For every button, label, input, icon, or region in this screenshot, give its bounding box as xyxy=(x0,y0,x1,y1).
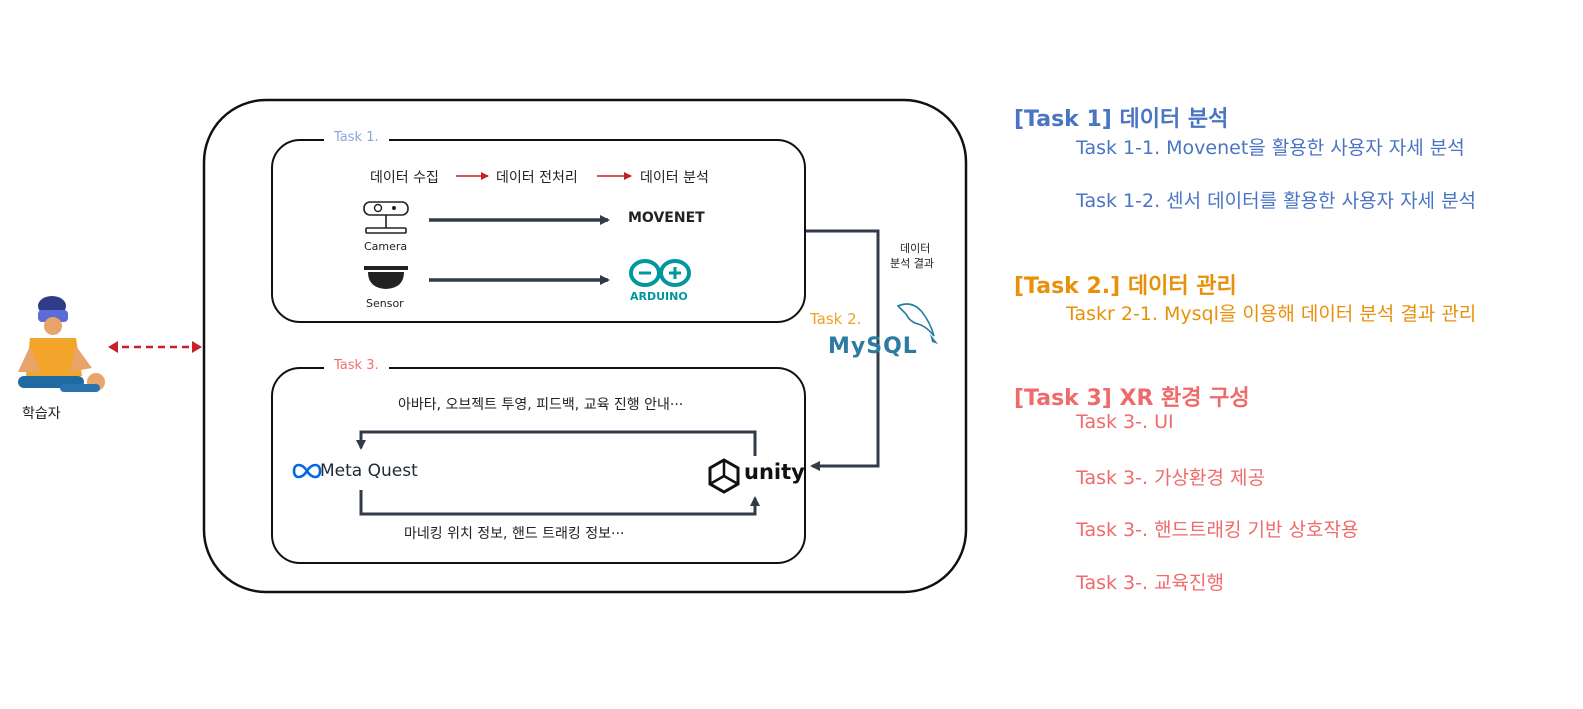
arduino-label: ARDUINO xyxy=(630,290,688,303)
unity-label: unity xyxy=(744,460,805,484)
task3-item-3: Task 3-. 핸드트래킹 기반 상호작용 xyxy=(1076,519,1359,541)
learner-label: 학습자 xyxy=(22,406,61,422)
sensor-icon xyxy=(364,266,408,289)
analysis-result-label-2: 분석 결과 xyxy=(890,257,934,270)
task3-heading: [Task 3] XR 환경 구성 xyxy=(1014,386,1250,411)
task2-item-1: Taskr 2-1. Mysql을 이용해 데이터 분석 결과 관리 xyxy=(1066,303,1477,325)
task2-heading: [Task 2.] 데이터 관리 xyxy=(1014,274,1237,299)
sensor-label: Sensor xyxy=(366,297,404,310)
task3-item-2: Task 3-. 가상환경 제공 xyxy=(1076,467,1265,489)
flow-step-collect: 데이터 수집 xyxy=(370,170,439,186)
mysql-label: MySQL xyxy=(828,334,918,359)
task1-item-2: Task 1-2. 센서 데이터를 활용한 사용자 자세 분석 xyxy=(1076,190,1477,212)
task3-box xyxy=(271,367,806,564)
task1-heading: [Task 1] 데이터 분석 xyxy=(1014,107,1229,132)
task3-item-1: Task 3-. UI xyxy=(1076,411,1174,433)
mysql-dolphin-icon xyxy=(896,303,938,344)
task3-bottom-text: 마네킹 위치 정보, 핸드 트래킹 정보··· xyxy=(404,526,625,542)
camera-label: Camera xyxy=(364,240,408,253)
task3-title: Task 3. xyxy=(324,358,389,373)
meta-logo-icon xyxy=(292,463,322,479)
unity-to-meta-arrow xyxy=(356,430,757,456)
flow-step-preprocess: 데이터 전처리 xyxy=(496,170,578,186)
task2-title: Task 2. xyxy=(810,310,862,328)
camera-icon xyxy=(363,201,409,234)
task1-title: Task 1. xyxy=(324,130,389,145)
arduino-logo-icon xyxy=(629,259,691,287)
unity-logo-icon xyxy=(708,458,740,494)
analysis-result-connector xyxy=(806,229,880,471)
task1-box xyxy=(271,139,806,323)
task3-top-text: 아바타, 오브젝트 투영, 피드백, 교육 진행 안내··· xyxy=(398,397,684,413)
movenet-label: MOVENET xyxy=(628,210,705,226)
analysis-result-label-1: 데이터 xyxy=(900,242,931,255)
outer-container xyxy=(202,98,968,594)
meta-quest-label: Meta Quest xyxy=(320,461,418,481)
flow-step-analyze: 데이터 분석 xyxy=(640,170,709,186)
task1-item-1: Task 1-1. Movenet을 활용한 사용자 자세 분석 xyxy=(1076,137,1465,159)
task3-item-4: Task 3-. 교육진행 xyxy=(1076,572,1224,594)
meta-to-unity-arrow xyxy=(359,490,760,516)
learner-illustration-icon xyxy=(18,296,105,392)
